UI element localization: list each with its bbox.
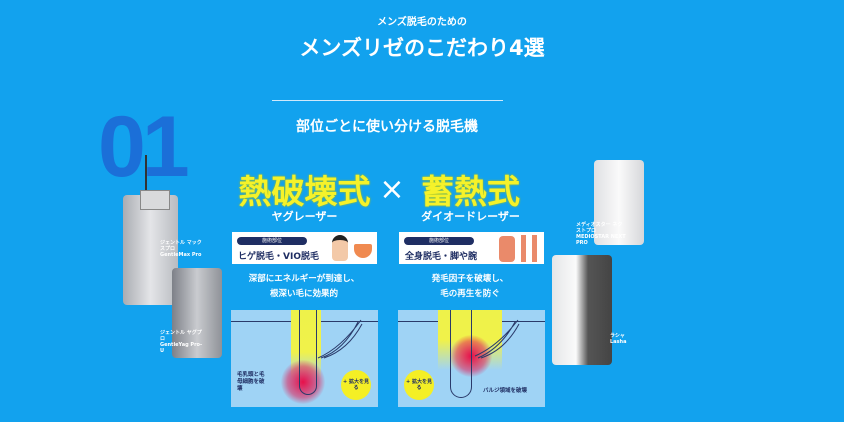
treatment-area-card: 施術部位 全身脱毛・脚や腕	[399, 232, 544, 264]
machine-panel	[140, 190, 170, 210]
treatment-area-card: 施術部位 ヒゲ脱毛・VIO脱毛	[232, 232, 377, 264]
machine-gentlemax-image	[123, 195, 178, 305]
vio-illustration	[354, 244, 372, 258]
treatment-parts: 全身脱毛・脚や腕	[405, 252, 478, 262]
laser-type-diode: ダイオードレーザー	[421, 210, 520, 223]
method-diode: 蓄熱式	[421, 172, 520, 211]
machine-cable	[145, 155, 147, 200]
tag: 施術部位	[237, 237, 307, 245]
body-illustration	[499, 236, 515, 262]
legs-illustration	[521, 235, 537, 262]
laser-type-yag: ヤグレーザー	[271, 210, 338, 223]
feature-heading: 部位ごとに使い分ける脱毛機	[296, 119, 478, 135]
hair-diagram-yag: 毛乳頭と毛母細胞を破壊 + 拡大を見る	[231, 310, 378, 407]
machine-mediostar-image	[594, 160, 644, 245]
description: 深部にエネルギーが到達し、根深い毛に効果的	[248, 274, 360, 299]
treatment-parts: ヒゲ脱毛・VIO脱毛	[238, 252, 319, 262]
section-title: メンズリゼのこだわり4選	[299, 36, 545, 60]
machine-lasha-image	[552, 255, 612, 365]
machine-gentleyag-image	[172, 268, 222, 358]
hair-diagram-diode: バルジ領域を破壊 + 拡大を見る	[398, 310, 545, 407]
section-subtitle: メンズ脱毛のための	[377, 17, 467, 28]
description: 発毛因子を破壊し、毛の再生を防ぐ	[431, 274, 509, 299]
tag: 施術部位	[404, 237, 474, 245]
zoom-badge[interactable]: + 拡大を見る	[341, 370, 371, 400]
cross-symbol: ×	[379, 172, 405, 207]
method-yag: 熱破壊式	[238, 172, 371, 211]
section-number: 01	[98, 99, 190, 195]
zoom-badge[interactable]: + 拡大を見る	[404, 370, 434, 400]
face-illustration	[332, 235, 348, 261]
divider	[272, 100, 503, 101]
